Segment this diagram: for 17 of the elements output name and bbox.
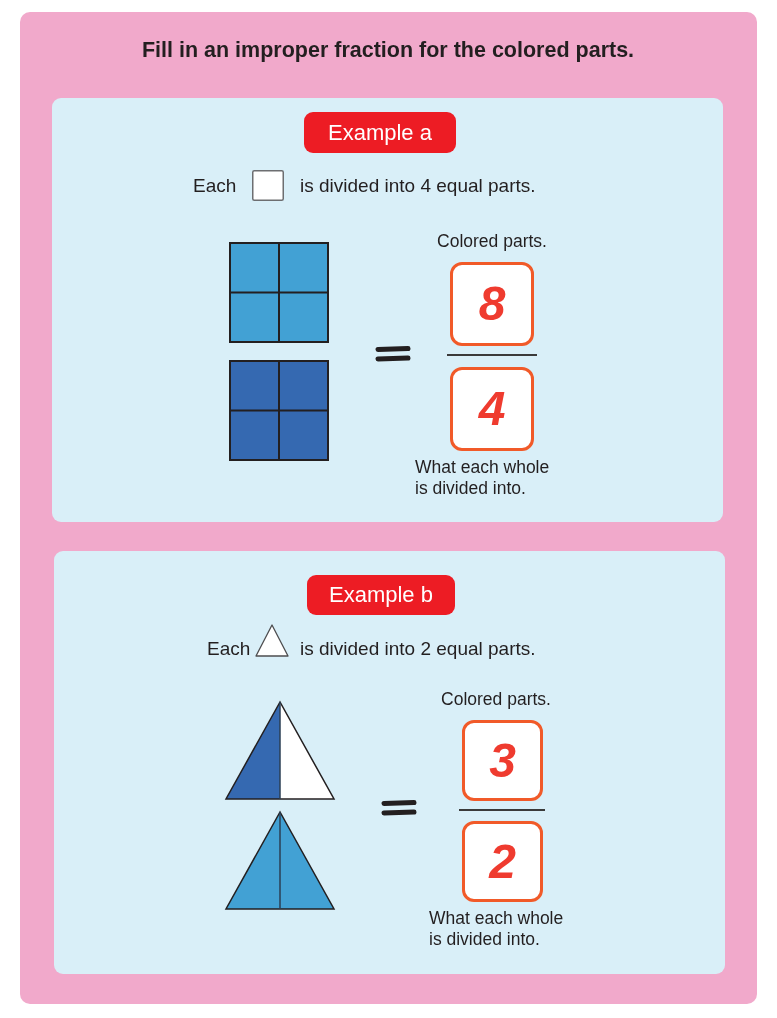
caption-text: Colored parts. (441, 689, 551, 710)
answer-box: 3 (462, 720, 543, 801)
answer-box: 4 (450, 367, 534, 451)
caption-text: Colored parts. (437, 231, 547, 252)
instruction-text: is divided into 4 equal parts. (300, 175, 536, 198)
example-panel (52, 98, 723, 522)
caption-text: What each whole is divided into. (415, 457, 551, 499)
example-badge: Example b (307, 575, 455, 615)
instruction-text: Each (193, 175, 237, 198)
answer-box: 2 (462, 821, 543, 902)
answer-box: 8 (450, 262, 534, 346)
instruction-text: is divided into 2 equal parts. (300, 638, 536, 661)
example-badge: Example a (304, 112, 456, 153)
instruction-text: Each (207, 638, 251, 661)
title: Fill in an improper fraction for the colored parts. (141, 38, 635, 64)
example-panel (54, 551, 725, 974)
caption-text: What each whole is divided into. (429, 908, 565, 950)
